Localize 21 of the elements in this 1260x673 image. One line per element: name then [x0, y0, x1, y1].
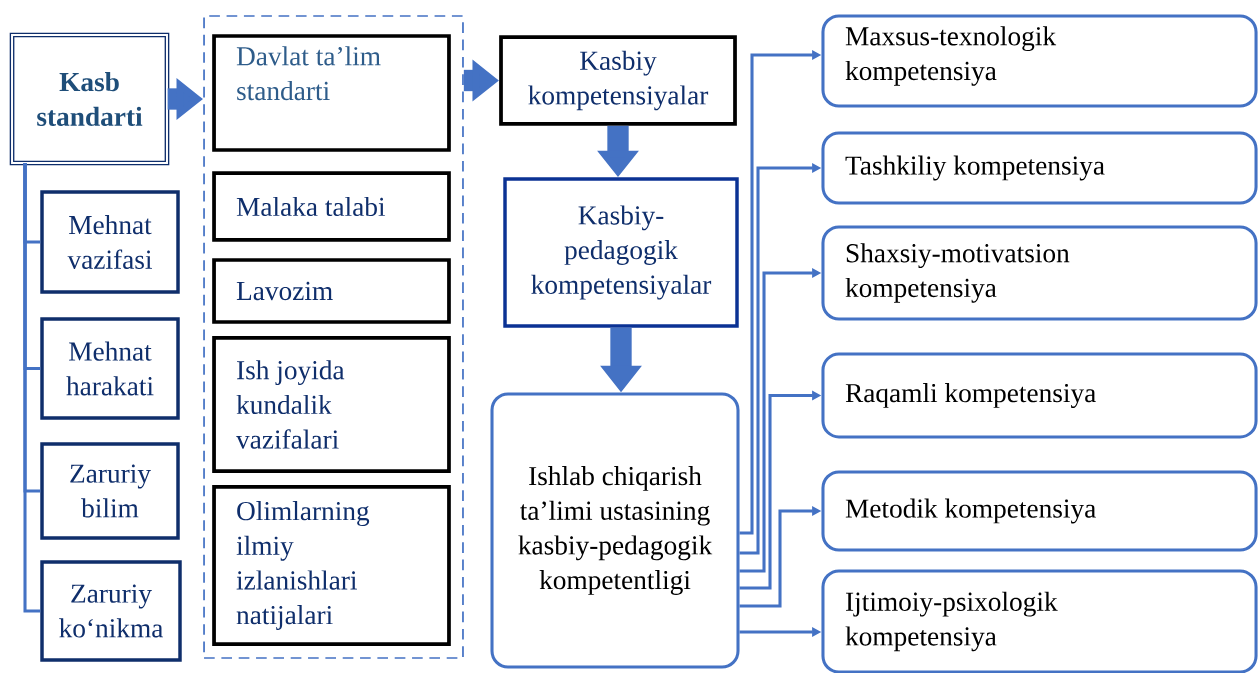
text-box: Mehnat harakati [40, 317, 180, 420]
competence-box: Ishlab chiqarish ta’limi ustasining kasbiy-pedagogik kompetentligi [490, 392, 740, 669]
text-box: Ish joyida kundalik vazifalari [212, 336, 451, 473]
text-box: Ijtimoiy-psixologik kompetensiya [821, 569, 1258, 673]
text-box: Lavozim [212, 258, 451, 324]
text-box: Raqamli kompetensiya [821, 352, 1258, 439]
connector-line [23, 163, 41, 613]
text-box: Maxsus-texnologik kompetensiya [821, 14, 1258, 108]
text-box: Mehnat vazifasi [40, 190, 180, 294]
text-box: Kasbiy-pedagogik kompetensiyalar [503, 177, 739, 328]
text-box: Malaka talabi [212, 171, 451, 242]
text-box: Shaxsiy-motivatsion kompetensiya [821, 225, 1258, 321]
text-box: Zaruriy ko‘nikma [40, 560, 182, 662]
text-box: Davlat ta’lim standarti [212, 34, 451, 152]
text-box: Metodik kompetensiya [821, 470, 1258, 552]
standard-box: Kasb standarti [9, 32, 170, 166]
text-box: Zaruriy bilim [40, 442, 180, 540]
text-box: Kasbiy kompetensiyalar [499, 35, 737, 126]
text-box: Olimlarning ilmiy izlanishlari natijalari [212, 485, 451, 646]
dashed-group-box [203, 15, 464, 659]
text-box: Tashkiliy kompetensiya [821, 131, 1258, 205]
